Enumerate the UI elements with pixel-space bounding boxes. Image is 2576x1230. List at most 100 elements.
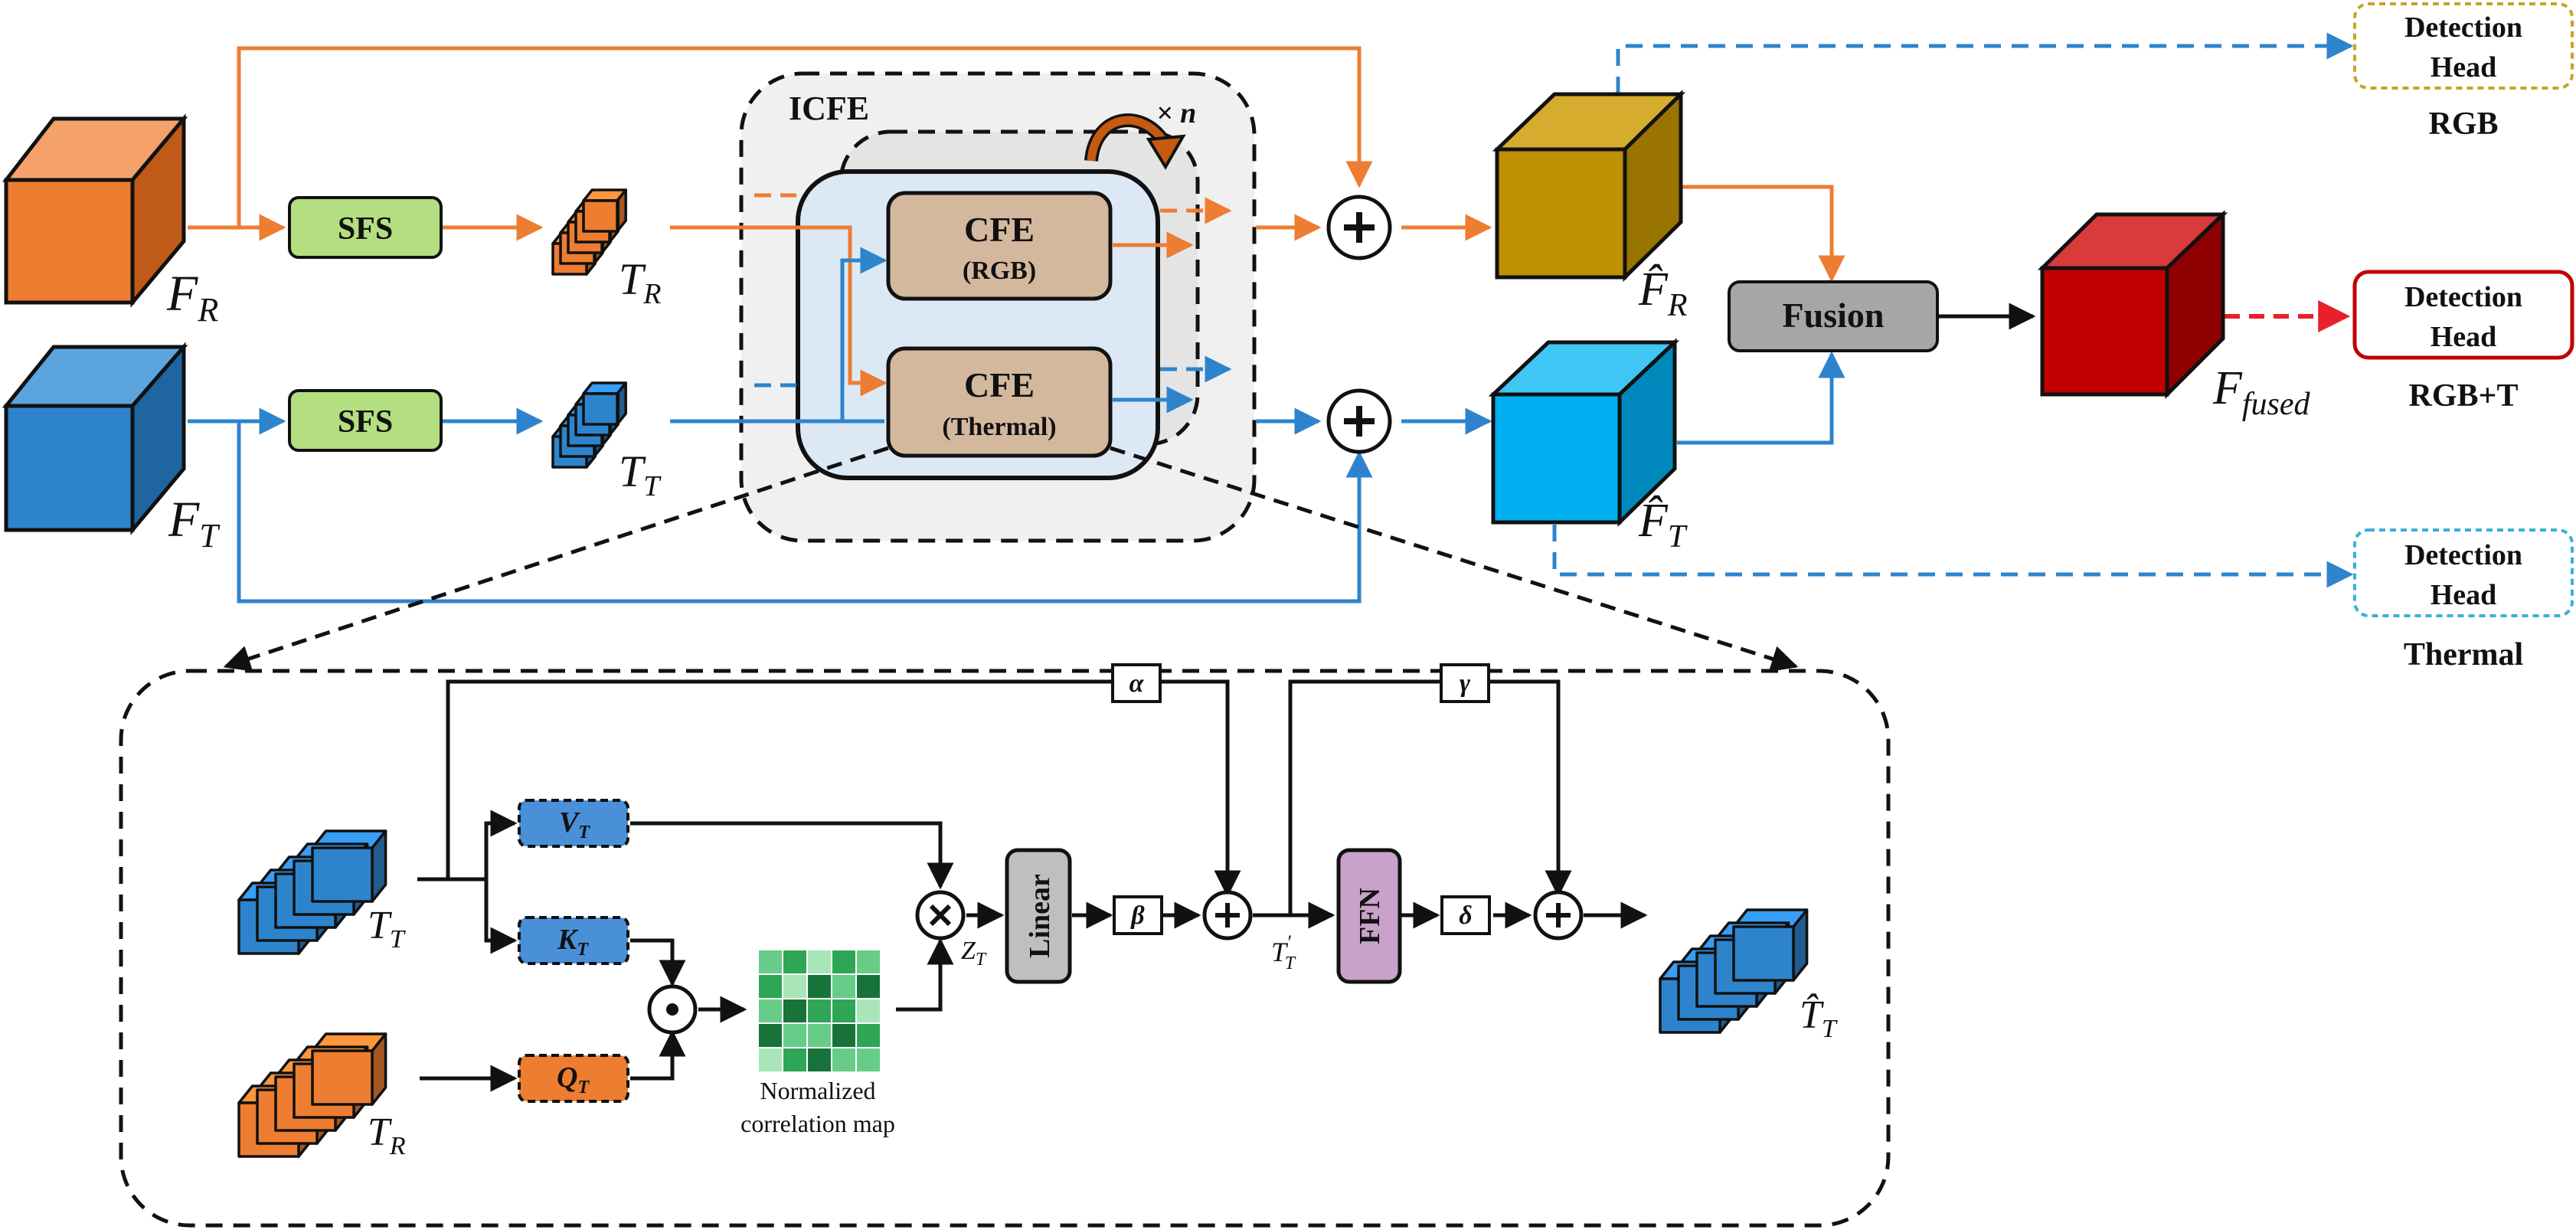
label-z-t: ZT — [961, 937, 987, 970]
label-f-t-hat: F̂T — [1638, 495, 1688, 554]
detection-head-thermal-line2: Head — [2431, 579, 2497, 611]
corr-map-cell — [855, 1022, 881, 1048]
cfe-thermal-subtitle: (Thermal) — [942, 413, 1056, 441]
delta-box — [1440, 895, 1491, 935]
corr-map-cell — [782, 973, 808, 999]
label-f-r: FR — [166, 266, 218, 329]
label-bottom-t-r: TR — [368, 1111, 406, 1160]
label-t-r: TR — [619, 254, 661, 310]
linear-label: Linear — [1024, 874, 1056, 958]
label-t-t: TT — [619, 447, 662, 502]
corr-map-cell — [806, 973, 832, 999]
corr-map-cell — [782, 998, 808, 1024]
cfe-rgb-title: CFE — [964, 210, 1035, 249]
linear-box — [1005, 848, 1072, 984]
delta-label: δ — [1459, 901, 1472, 930]
label-f-t: FT — [168, 492, 221, 554]
detection-head-fused — [2352, 270, 2574, 360]
cube-f-t — [2, 342, 188, 535]
cube-f-fused — [2037, 210, 2228, 400]
sfs-rgb-label: SFS — [338, 211, 393, 247]
token-stack-t-r — [551, 188, 627, 276]
add-node-alpha — [1202, 890, 1253, 940]
label-t-t-prime: T′T — [1271, 931, 1296, 973]
token-stack-t-t — [551, 381, 627, 469]
corr-map-cell — [806, 1022, 832, 1048]
gamma-label: γ — [1460, 669, 1471, 698]
corr-map-cell — [757, 973, 783, 999]
corr-map-cell — [855, 998, 881, 1024]
repeat-loop-icon — [1084, 113, 1186, 170]
sfs-rgb-box — [288, 196, 443, 259]
sfs-thermal-label: SFS — [338, 404, 393, 440]
multiply-node — [915, 890, 966, 940]
detection-head-thermal-caption: Thermal — [2404, 637, 2523, 672]
token-stack-bottom-t-t-hat — [1659, 908, 1809, 1034]
cfe-detail-flow-lines — [417, 679, 1648, 1092]
v-t-label: VT — [559, 806, 590, 842]
detection-head-fused-caption: RGB+T — [2409, 378, 2519, 414]
v-t-box — [518, 799, 629, 848]
cube-f-r-hat — [1492, 90, 1686, 282]
corr-map-cell — [782, 1022, 808, 1048]
add-node-gamma — [1533, 890, 1584, 940]
token-stack-bottom-t-t — [237, 829, 387, 955]
fusion-label: Fusion — [1783, 296, 1885, 335]
thermal-flow-lines — [188, 32, 2354, 604]
corr-map-cell — [831, 998, 857, 1024]
q-t-label: QT — [557, 1062, 590, 1098]
corr-map-caption-line1: Normalized — [760, 1077, 875, 1104]
q-t-box — [518, 1054, 629, 1103]
beta-label: β — [1129, 901, 1145, 930]
corr-map-cell — [831, 973, 857, 999]
detection-head-rgb — [2353, 2, 2574, 90]
detection-head-thermal-line1: Detection — [2404, 539, 2522, 571]
corr-map-cell — [855, 949, 881, 975]
label-bottom-t-t: TT — [368, 904, 406, 954]
detection-head-thermal — [2353, 528, 2574, 617]
ffn-box — [1336, 848, 1402, 984]
detection-head-fused-line2: Head — [2431, 321, 2497, 353]
alpha-label: α — [1129, 669, 1145, 698]
k-t-label: KT — [557, 924, 589, 960]
label-t-t-hat: T̂T — [1800, 993, 1838, 1043]
corr-map-caption-line2: correlation map — [740, 1110, 895, 1137]
label-f-r-hat: F̂R — [1638, 263, 1688, 323]
detection-head-rgb-line2: Head — [2431, 51, 2497, 83]
cfe-rgb-box — [886, 191, 1113, 301]
detection-head-fused-line1: Detection — [2404, 281, 2522, 313]
corr-map-cell — [831, 1047, 857, 1073]
beta-box — [1113, 895, 1163, 935]
detection-head-rgb-caption: RGB — [2428, 106, 2498, 142]
rgb-flow-lines — [188, 46, 1845, 397]
cfe-thermal-title: CFE — [964, 365, 1035, 404]
sfs-thermal-box — [288, 389, 443, 452]
corr-map-cell — [855, 973, 881, 999]
label-f-fused: Ffused — [2212, 362, 2311, 422]
fusion-box — [1728, 280, 1939, 352]
cfe-detail-box — [119, 669, 1891, 1228]
cfe-rgb-subtitle: (RGB) — [963, 257, 1036, 285]
cube-f-r — [2, 113, 188, 308]
corr-map-cell — [757, 998, 783, 1024]
cube-f-t-hat — [1488, 338, 1680, 527]
dot-product-node — [647, 984, 698, 1035]
corr-map-cell — [806, 998, 832, 1024]
ffn-label: FFN — [1354, 888, 1386, 944]
add-thermal-node — [1326, 388, 1392, 454]
corr-map-cell — [806, 949, 832, 975]
corr-map-cell — [757, 1022, 783, 1048]
cfe-thermal-box — [886, 346, 1113, 458]
k-t-box — [518, 916, 629, 965]
corr-map-cell — [831, 949, 857, 975]
repeat-label: × n — [1156, 97, 1196, 129]
corr-map-cell — [782, 1047, 808, 1073]
corr-map-cell — [855, 1047, 881, 1073]
detection-head-rgb-line1: Detection — [2404, 11, 2522, 44]
gamma-box — [1440, 663, 1490, 703]
corr-map-cell — [782, 949, 808, 975]
normalized-correlation-map — [757, 949, 881, 1073]
add-rgb-node — [1326, 195, 1392, 260]
corr-map-cell — [757, 949, 783, 975]
